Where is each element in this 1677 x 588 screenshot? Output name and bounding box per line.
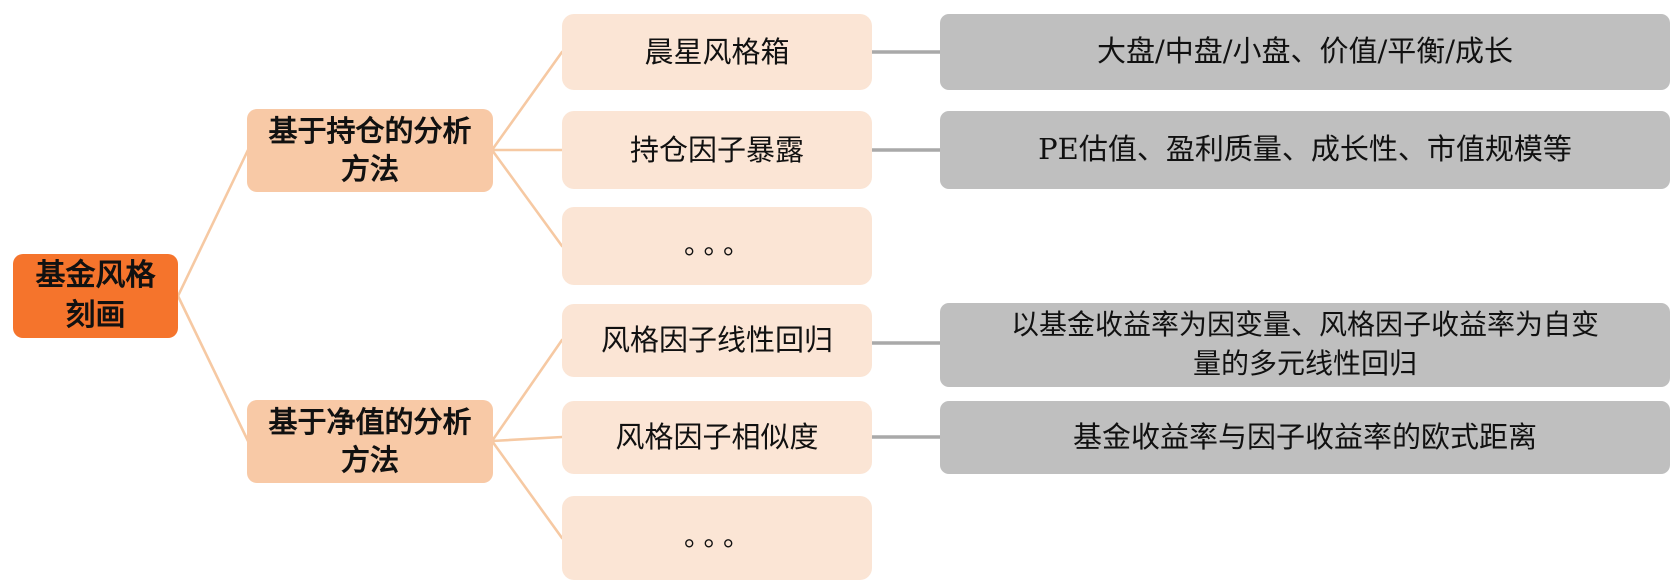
root-node: 基金风格 刻画	[13, 254, 178, 338]
leaf-node-ellipsis-holdings: 。。。	[562, 207, 872, 285]
leaf-node-holdings-factor-exposure: 持仓因子暴露	[562, 111, 872, 189]
branch-label-line1: 基于持仓的分析	[268, 113, 472, 148]
detail-node-factor-exposure-examples: PE估值、盈利质量、成长性、市值规模等	[940, 111, 1670, 189]
branch-label-line2: 方法	[340, 442, 399, 477]
detail-node-euclidean-distance: 基金收益率与因子收益率的欧式距离	[940, 401, 1670, 474]
detail-node-multivariate-regression: 以基金收益率为因变量、风格因子收益率为自变 量的多元线性回归	[940, 303, 1670, 387]
leaf-node-style-factor-similarity: 风格因子相似度	[562, 401, 872, 474]
detail-line1: 以基金收益率为因变量、风格因子收益率为自变	[1010, 308, 1599, 342]
branch-node-nav-based: 基于净值的分析 方法	[247, 400, 493, 483]
leaf-node-ellipsis-nav: 。。。	[562, 496, 872, 580]
leaf-node-style-factor-linear-regression: 风格因子线性回归	[562, 304, 872, 377]
detail-line2: 量的多元线性回归	[1192, 347, 1417, 380]
branch-label-line1: 基于净值的分析	[268, 404, 472, 439]
branch-label-line2: 方法	[340, 151, 399, 186]
root-label-line1: 基金风格	[35, 258, 156, 294]
root-label-line2: 刻画	[65, 298, 126, 333]
leaf-node-morningstar-style-box: 晨星风格箱	[562, 14, 872, 90]
branch-node-holdings-based: 基于持仓的分析 方法	[247, 109, 493, 192]
detail-node-cap-value-growth: 大盘/中盘/小盘、价值/平衡/成长	[940, 14, 1670, 90]
